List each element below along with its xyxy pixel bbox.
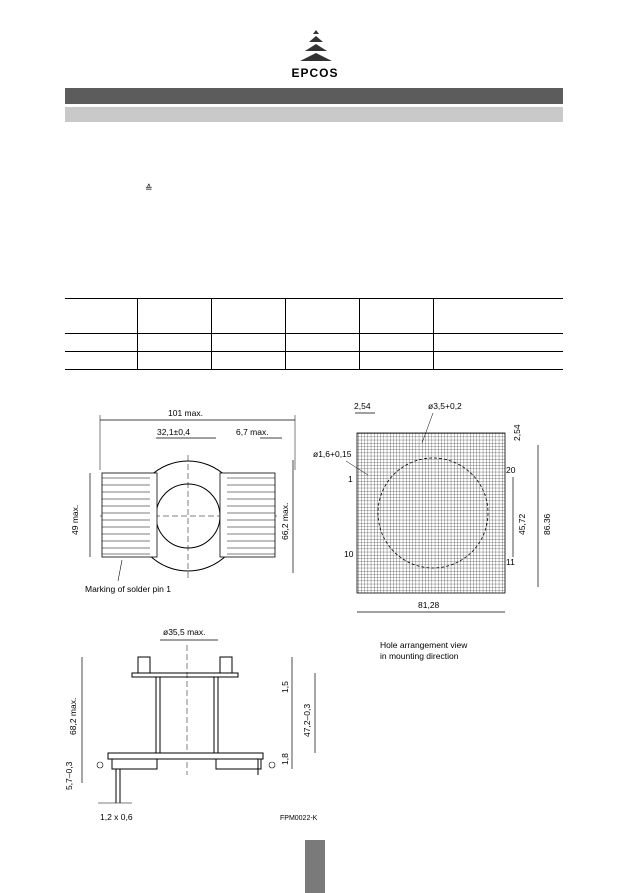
- dim-47-label: 47,2–0,3: [302, 704, 312, 737]
- header-bar-light: [65, 107, 563, 122]
- table-row: [65, 298, 563, 334]
- marking-label: Marking of solder pin 1: [85, 584, 171, 594]
- dim-57-label: 5,7–0,3: [64, 761, 74, 790]
- hole-small-label: ø1,6+0,15: [313, 449, 352, 459]
- width-max-label: 101 max.: [168, 408, 203, 418]
- caption-line1: Hole arrangement view: [380, 640, 468, 650]
- diam-max-label: 66,2 max.: [280, 503, 290, 540]
- dim-18-label: 1,8: [280, 753, 290, 765]
- pin-size-label: 1,2 x 0,6: [100, 812, 133, 822]
- spec-table: [65, 298, 563, 370]
- diam-label: ø35,5 max.: [163, 627, 206, 637]
- hole-arrangement-drawing: 2,54 ø3,5+0,2 ø1,6+0,15 2,54 1 10 11 20 …: [313, 401, 550, 661]
- dim-86-label: 86,36: [542, 513, 550, 535]
- table-row: [65, 333, 563, 352]
- hole-big-label: ø3,5+0,2: [428, 401, 462, 411]
- pin-10-label: 10: [344, 549, 354, 559]
- height-label: 68,2 max.: [68, 698, 78, 735]
- figure-code: FPM0022-K: [280, 815, 318, 822]
- pitch-right-label: 2,54: [512, 424, 522, 441]
- dim-81-label: 81,28: [418, 600, 440, 610]
- pitch-label: 2,54: [354, 401, 371, 411]
- caption-line2: in mounting direction: [380, 651, 459, 661]
- hole-grid: [356, 432, 506, 594]
- dim-45-label: 45,72: [517, 513, 527, 535]
- epcos-logo: [300, 30, 332, 61]
- page-number-box: [305, 840, 325, 893]
- center-pitch-label: 32,1±0,4: [157, 427, 190, 437]
- header-bar-dark: [65, 88, 563, 104]
- table-row: [65, 351, 563, 370]
- pin-20-label: 20: [506, 465, 516, 475]
- pin-max-label: 6,7 max.: [236, 427, 269, 437]
- dim-15-label: 1,5: [280, 681, 290, 693]
- top-view-drawing: 101 max. 32,1±0,4 6,7 max. 49 max. 66,2 …: [70, 408, 296, 594]
- pin-1-label: 1: [348, 474, 353, 484]
- brand-name: EPCOS: [291, 66, 339, 80]
- equivalence-symbol: ≙: [145, 183, 153, 193]
- height-max-label: 49 max.: [70, 505, 80, 535]
- side-view-drawing: ø35,5 max. 68,2 max. 5,7–0,3 1,5 47,2–0,…: [64, 627, 318, 822]
- pin-11-label: 11: [506, 557, 515, 567]
